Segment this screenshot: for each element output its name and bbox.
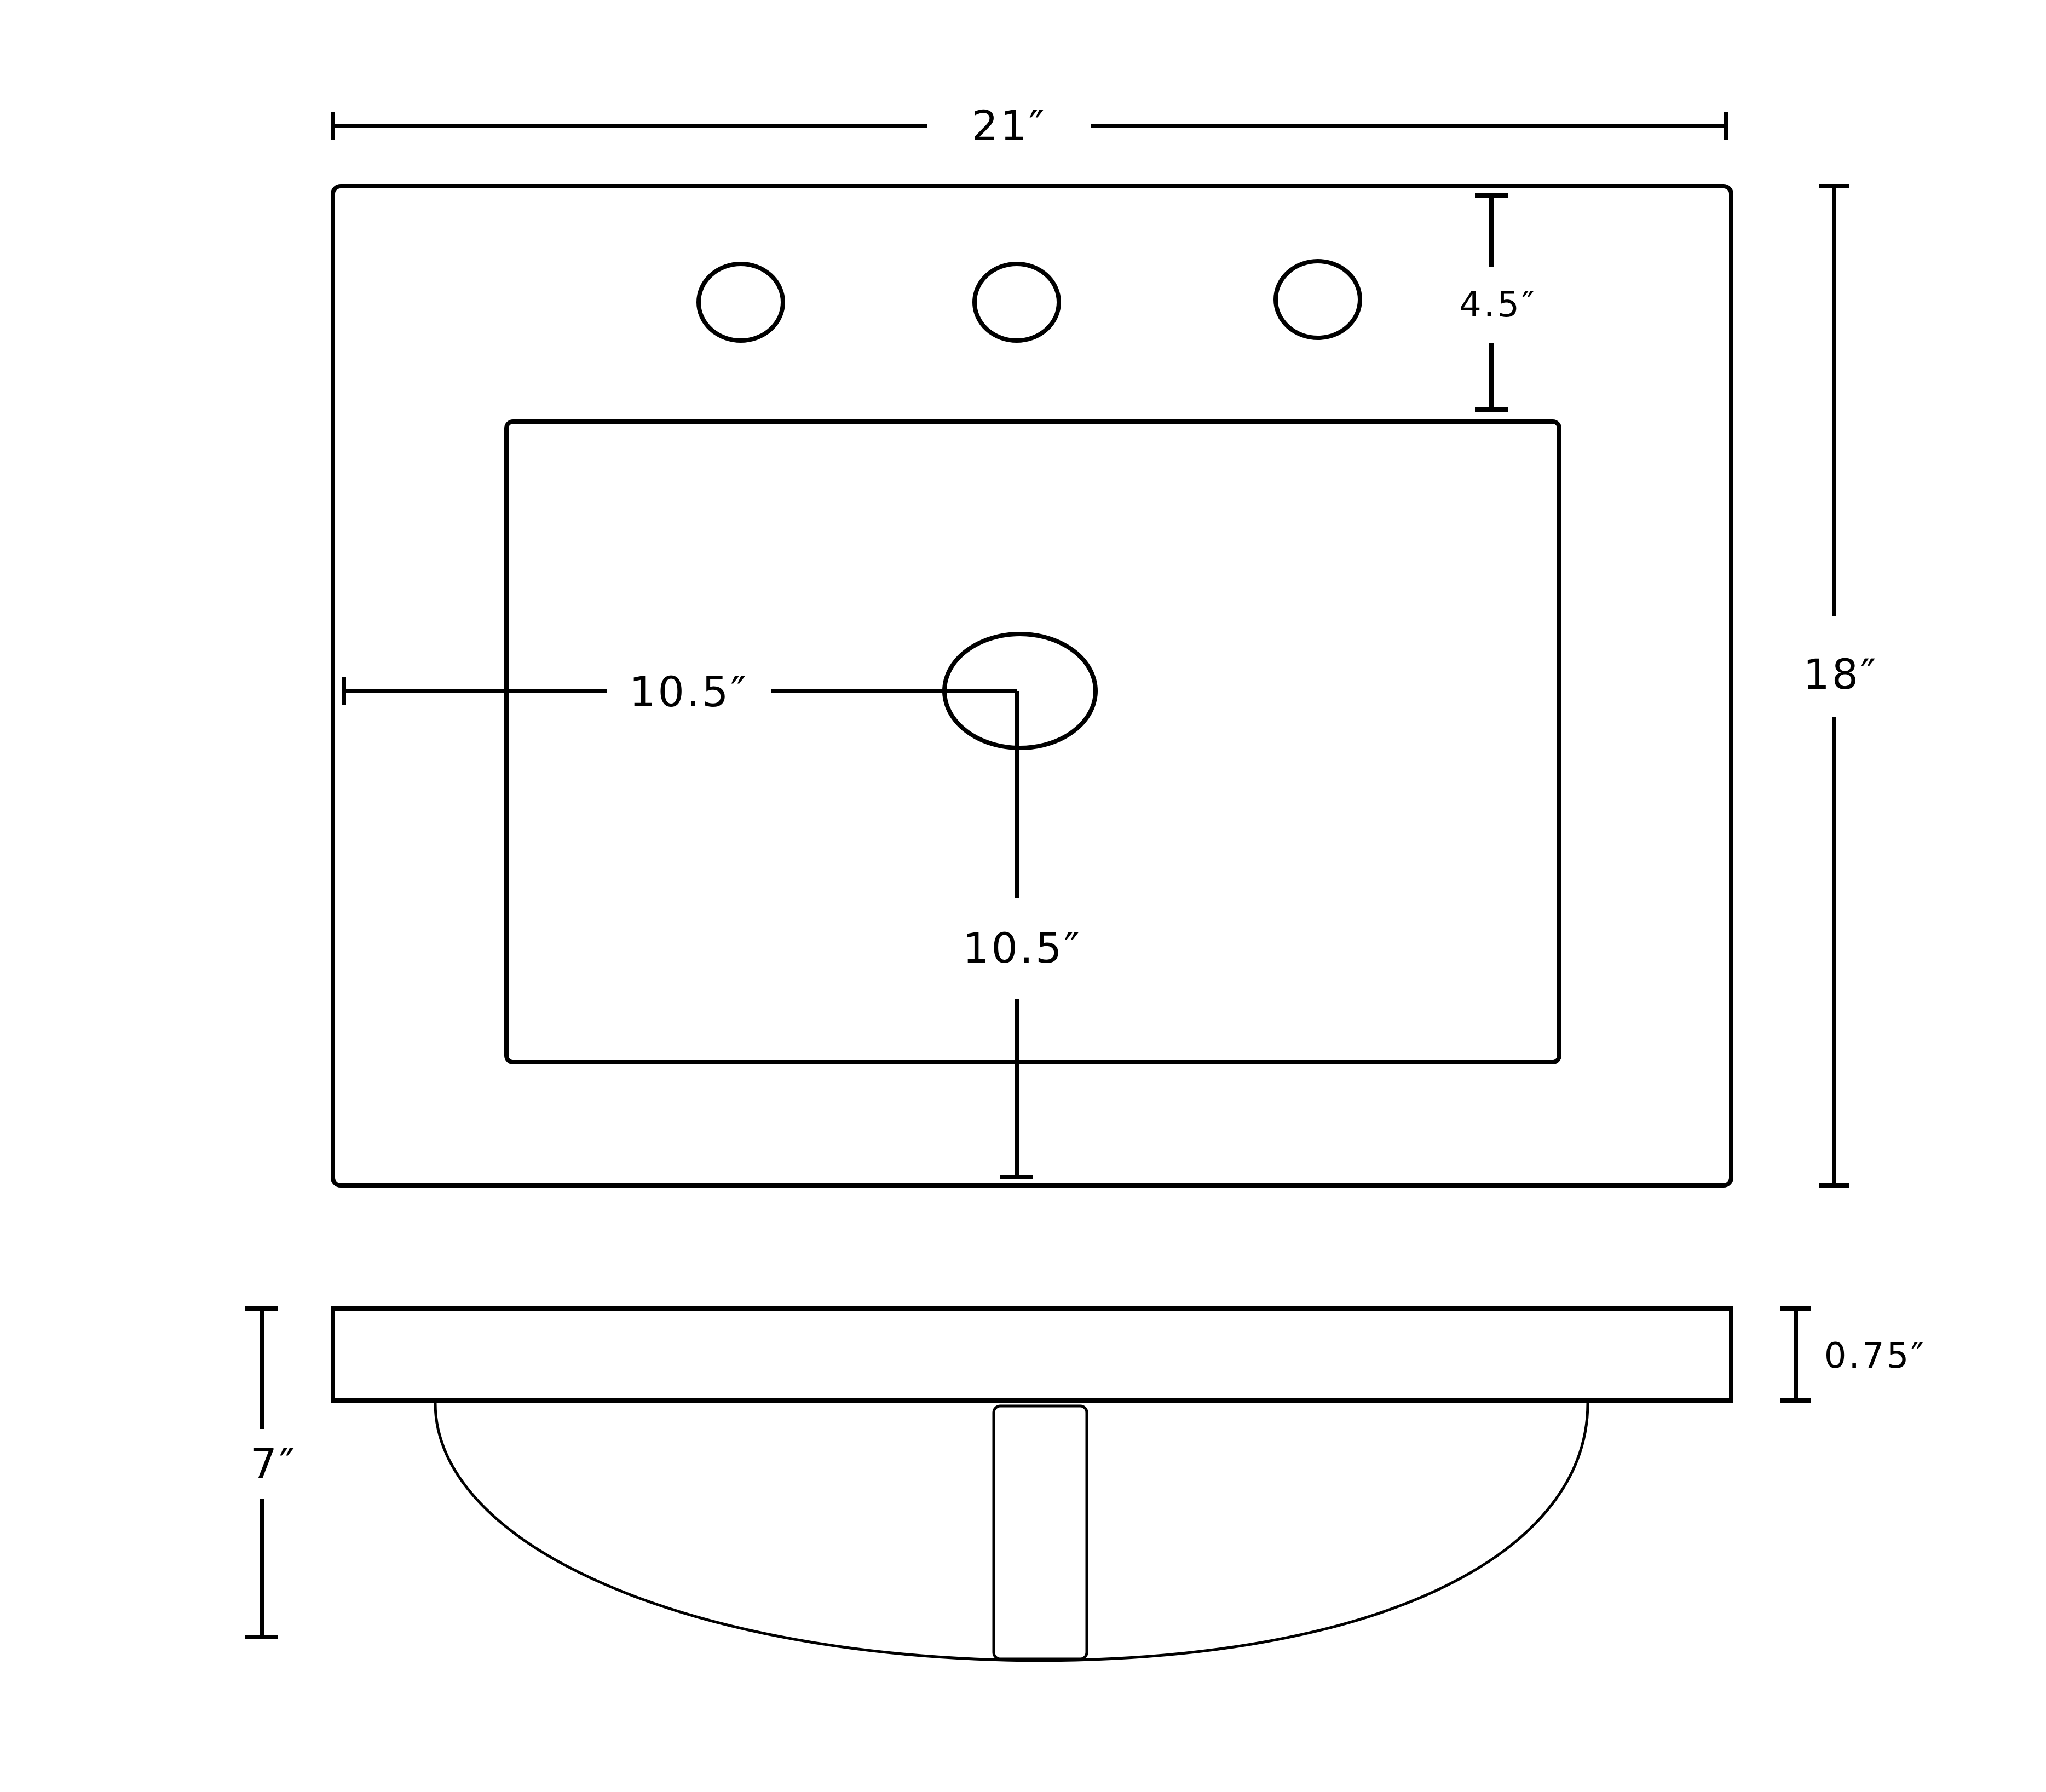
drain-y-dimension: 10.5″ (963, 691, 1082, 1179)
faucet-hole-center (972, 262, 1061, 343)
top-view: 21″ 4.5″ 10.5″ (331, 101, 1878, 1188)
bowl-profile (434, 1403, 1589, 1662)
height-label: 7″ (251, 1439, 297, 1488)
deck-thickness-dimension: 0.75″ (1780, 1306, 1926, 1403)
drain-x-label: 10.5″ (629, 667, 748, 716)
drain-y-label: 10.5″ (963, 924, 1082, 972)
faucet-offset-label: 4.5″ (1459, 285, 1537, 325)
basin-outline (504, 419, 1561, 1064)
depth-label: 18″ (1803, 650, 1878, 699)
depth-dimension: 18″ (1803, 184, 1878, 1188)
deck-slab (331, 1306, 1733, 1403)
overflow-channel (992, 1404, 1088, 1661)
faucet-hole-right (1273, 259, 1362, 340)
side-view: 7″ 0.75″ (245, 1306, 1926, 1662)
faucet-hole-left (696, 262, 785, 343)
width-dimension: 21″ (331, 101, 1728, 150)
deck-thickness-label: 0.75″ (1824, 1336, 1926, 1376)
height-dimension: 7″ (245, 1306, 297, 1639)
countertop-outline (331, 184, 1733, 1188)
width-label: 21″ (971, 101, 1046, 150)
faucet-offset-dimension: 4.5″ (1459, 193, 1537, 412)
drain-x-dimension: 10.5″ (342, 667, 1017, 716)
